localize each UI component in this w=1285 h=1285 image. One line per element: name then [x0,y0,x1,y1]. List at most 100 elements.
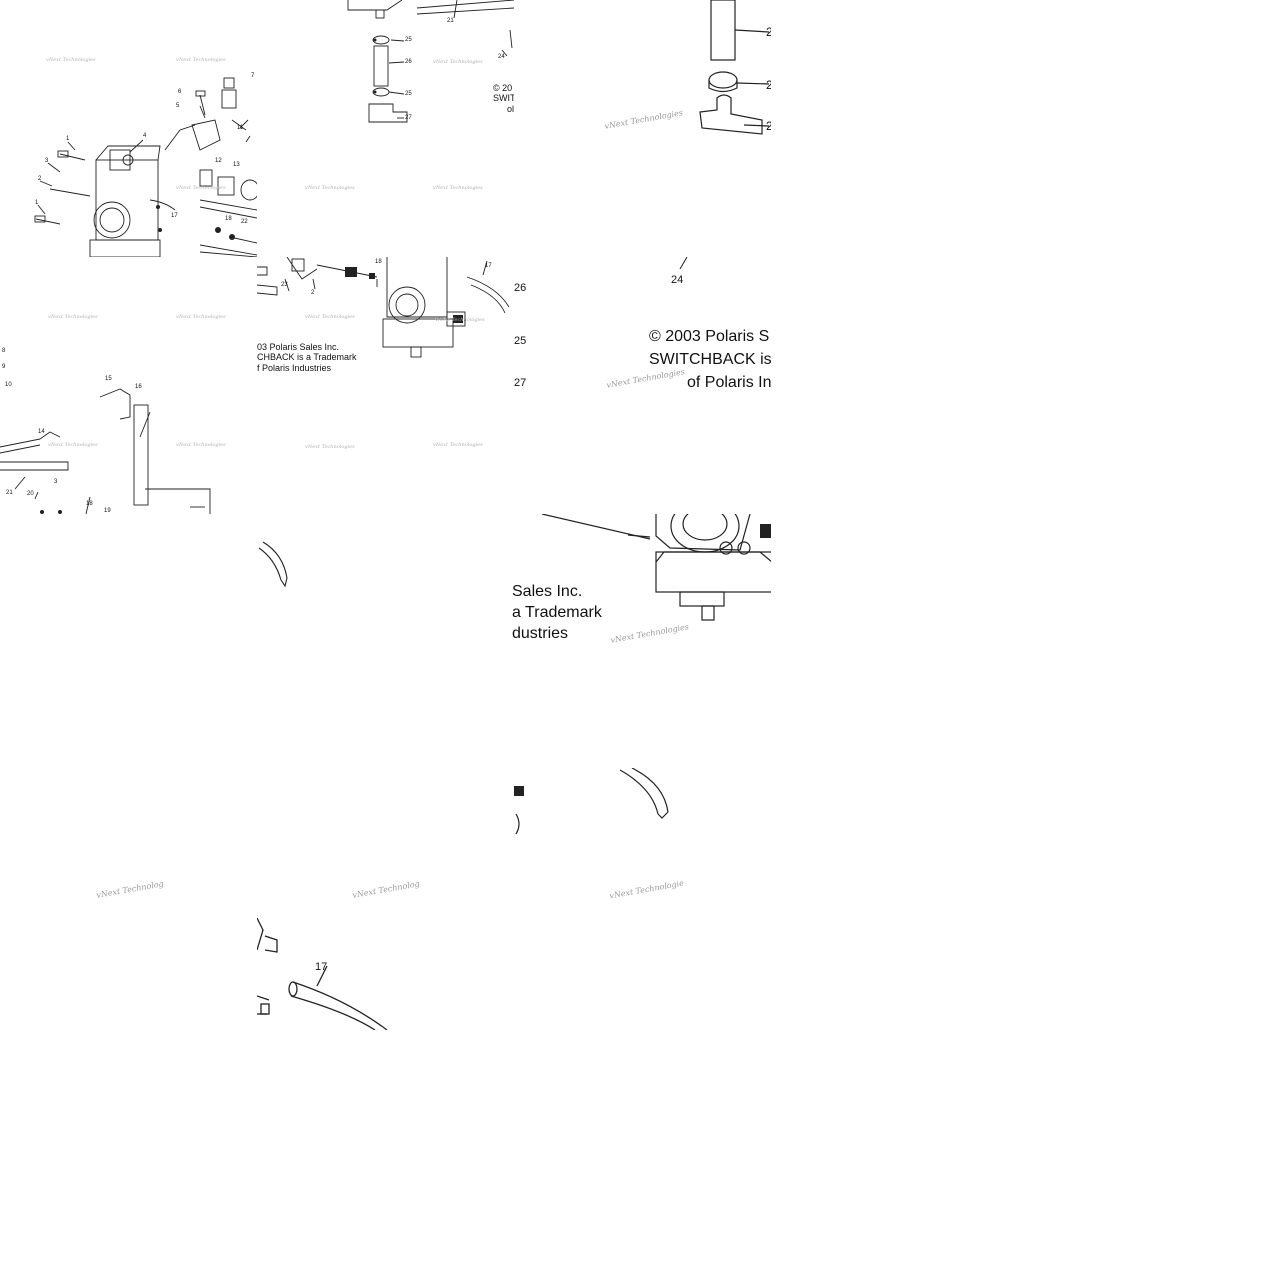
copyright-fragment-top: © 20 SWITC ol [493,83,514,114]
callout-17c: 17 [315,961,328,973]
tile-center: 23 2 18 17 26 03 Polaris Sales Inc. CHBA… [257,257,514,514]
carb-body [95,159,159,241]
callout-11: 11 [237,125,244,131]
watermark: vNext Technologies [433,442,483,448]
copyright-line: © 20 [493,83,513,93]
tile-mid-right: 24 © 2003 Polaris S SWITCHBACK is a of P… [528,257,771,514]
hose-fragment [258,541,288,588]
hose-curve [514,768,669,835]
callout-9: 9 [2,364,6,370]
callout-25b: 25 [405,91,412,97]
watermark: vNext Technolog [351,879,421,900]
callout-17: 17 [171,213,178,219]
copyright-block-center: 03 Polaris Sales Inc. CHBACK is a Tradem… [257,342,357,373]
leader-line [679,257,688,270]
trademark-line: SWITCHBACK is a [649,351,771,369]
callout-27b: 27 [514,377,527,389]
callout-2-cut: 2 [766,78,771,92]
watermark: vNext Technologies [46,57,96,63]
watermark: vNext Technologies [433,59,483,65]
copyright-block-right: © 2003 Polaris S SWITCHBACK is a of Pola… [649,325,771,395]
hose-17-zoom [257,917,388,1030]
callout-16: 16 [135,384,142,390]
callout-5: 5 [176,103,180,109]
trademark-line: a Trademark [512,603,602,621]
watermark: vNext Technologies [305,314,355,320]
carb-bore-outer [93,201,131,239]
tile-mid-left: 8 9 10 15 16 14 21 20 3 18 19 vNext Tech… [0,257,257,514]
carb-bore-inner [99,207,125,233]
callout-13: 13 [233,162,240,168]
callout-18: 18 [225,216,232,222]
copyright-line: Sales Inc. [512,583,583,600]
callout-2: 2 [38,176,42,182]
watermark: vNext Technologies [435,317,485,323]
callout-17b: 17 [485,263,492,269]
callout-23: 23 [281,282,288,288]
tile-hose-curve [512,768,682,838]
watermark: vNext Technologies [176,314,226,320]
tile-top-middle: 21 25 26 25 27 24 © 20 SWITC ol vNext Te… [257,0,514,257]
callout-14: 14 [38,429,45,435]
callout-12: 12 [215,158,222,164]
callout-1: 1 [66,136,70,142]
carb-top [95,145,161,161]
watermark: vNext Technologies [305,444,355,450]
callout-18b: 18 [86,501,93,507]
owner-line: dustries [512,624,569,642]
tile-full-diagram: 1 3 2 1 4 6 5 7 11 12 13 17 18 22 vNext … [0,0,257,257]
callout-25c: 25 [514,335,527,347]
callout-6: 6 [178,89,182,95]
watermark: vNext Technologie [608,878,685,901]
callout-4: 4 [143,133,147,139]
tile-hose-fragment [257,514,514,604]
trademark-line: CHBACK is a Trademark [257,352,357,363]
callout-24: 24 [498,54,505,60]
tile-top-right: 2 2 2 vNext Technologies [514,0,771,257]
owner-line: ol [507,103,514,114]
callout-26: 26 [405,59,412,65]
callout-20: 20 [27,491,34,497]
copyright-block-zoom: Sales Inc. a Trademark dustries [512,582,602,644]
callout-21b: 21 [6,490,13,496]
watermark: vNext Technologies [48,442,98,448]
callout-1b: 1 [35,200,39,206]
callout-24b: 24 [671,274,684,286]
callout-2-cut: 2 [766,25,771,39]
bracket-diagram [0,388,211,514]
callout-15: 15 [105,376,112,382]
hose-fitting-diagram [347,0,514,123]
fitting-zoom [699,0,770,135]
callout-22: 22 [241,219,248,225]
watermark: vNext Technologies [176,185,226,191]
watermark: vNext Technologies [48,314,98,320]
callout-10: 10 [5,382,12,388]
callout-2-cut: 2 [766,119,771,133]
callout-3: 3 [45,158,49,164]
watermark: vNext Technologies [176,57,226,63]
callout-18c: 18 [375,259,382,265]
callout-25: 25 [405,37,412,43]
owner-line: f Polaris Industries [257,362,332,373]
callout-3b: 3 [54,479,58,485]
trademark-line: SWITC [493,93,514,104]
callout-26c: 26 [514,282,527,294]
copyright-line: © 2003 Polaris S [649,328,770,345]
callout-21: 21 [447,18,454,24]
watermark: vNext Technologies [305,185,355,191]
callout-7: 7 [251,73,255,79]
watermark: vNext Technologies [433,185,483,191]
callout-27: 27 [405,115,412,121]
callout-8: 8 [2,348,6,354]
carburetor-diagram-center [257,257,510,358]
tile-bottom-right-zoom: Sales Inc. a Trademark dustries vNext Te… [510,514,771,685]
copyright-line: 03 Polaris Sales Inc. [257,342,340,352]
carburetor-zoom [541,514,771,621]
callout-2b: 2 [311,290,315,296]
carburetor-diagram-top [34,77,257,257]
callout-19: 19 [104,508,111,514]
watermark: vNext Technologies [176,442,226,448]
watermark: vNext Technolog [95,879,165,900]
tile-hose-17-zoom: 17 [257,900,397,1030]
owner-line: of Polaris Ind [687,374,771,392]
